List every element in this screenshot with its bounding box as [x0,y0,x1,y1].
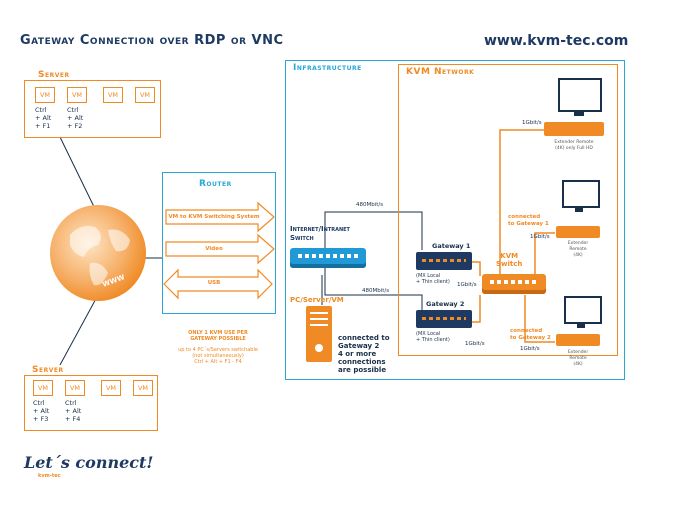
monitor-3-icon [564,296,602,324]
router-note-body: up to 4 PC´s/Servers switchable (not sim… [178,347,258,365]
pc-label: PC/Server/VM [290,296,344,304]
server-top-label: Server [38,70,70,80]
hotkey-f2: Ctrl + Alt + F2 [67,106,84,130]
remote-3-note: connected to Gateway 2 [510,328,551,341]
hotkey-f4: Ctrl + Alt + F4 [65,399,82,423]
gateway2-desc: (MX Local + Thin client) [416,331,450,343]
speed-bottom: 480Mbit/s [362,288,390,294]
kvm-network-label: KVM Network [406,67,475,77]
remote-2-desc: Extender Remote (4K) [567,241,589,258]
gateway2-speed: 1Gbit/s [465,341,485,347]
monitor-2-icon [562,180,600,208]
remote-2-note: connected to Gateway 1 [508,214,549,227]
remote-1-speed: 1Gbit/s [522,120,542,126]
infrastructure-box [285,60,625,380]
vm-8: VM [133,380,153,396]
monitor-1-icon [558,78,602,112]
vm-3: VM [103,87,123,103]
arrow-video-label: Video [205,246,223,252]
internet-switch-icon [290,248,366,268]
infrastructure-label: Infrastructure [293,63,362,73]
vm-5: VM [33,380,53,396]
vm-4: VM [135,87,155,103]
remote-2-speed: 1Gbit/s [530,234,550,240]
page-title: Gateway Connection over RDP or VNC [20,33,284,48]
pc-tower-icon [306,306,332,362]
remote-3-desc: Extender Remote (4K) [567,350,589,367]
server-bottom-label: Server [32,365,64,375]
arrow-usb-label: USB [207,280,221,286]
speed-top: 480Mbit/s [356,202,384,208]
gateway1-desc: (MX Local + Thin client) [416,273,450,285]
globe-icon: WWW [50,205,146,301]
router-note-title: ONLY 1 KVM USE PER GATEWAY POSSIBLE [188,330,248,342]
website-url[interactable]: www.kvm-tec.com [484,33,629,49]
router-box: Router [162,172,276,314]
gateway1-device-icon [416,252,472,270]
vm-1: VM [35,87,55,103]
server-bottom-box: VM VM VM VM Ctrl + Alt + F3 Ctrl + Alt +… [24,375,158,431]
vm-2: VM [67,87,87,103]
kvm-switch-icon [482,274,546,294]
hotkey-f3: Ctrl + Alt + F3 [33,399,50,423]
remote-3-speed: 1Gbit/s [520,346,540,352]
logo-sub: kvm-tec [38,473,61,479]
remote-2-device-icon [556,226,600,238]
kvm-switch-label: KVM Switch [496,252,523,268]
lets-connect-logo: Let´s connect! [24,453,154,472]
switch-label: Internet/Intranet Switch [290,225,350,242]
vm-6: VM [65,380,85,396]
remote-1-device-icon [544,122,604,136]
router-label: Router [199,179,232,189]
arrow-vm-switching-label: VM to KVM Switching System [168,214,260,220]
router-arrows [163,201,275,300]
hotkey-f1: Ctrl + Alt + F1 [35,106,52,130]
gateway1-label: Gateway 1 [432,242,471,250]
remote-3-device-icon [556,334,600,346]
kvm-network-box [398,64,618,356]
gateway2-label: Gateway 2 [426,300,465,308]
pc-connection-note: connected to Gateway 2 4 or more connect… [338,334,390,374]
gateway2-device-icon [416,310,472,328]
remote-1-desc: Extender Remote (4K) only Full HD [554,140,594,151]
vm-7: VM [101,380,121,396]
server-top-box: VM VM VM VM Ctrl + Alt + F1 Ctrl + Alt +… [24,80,161,138]
gateway1-speed: 1Gbit/s [457,282,477,288]
